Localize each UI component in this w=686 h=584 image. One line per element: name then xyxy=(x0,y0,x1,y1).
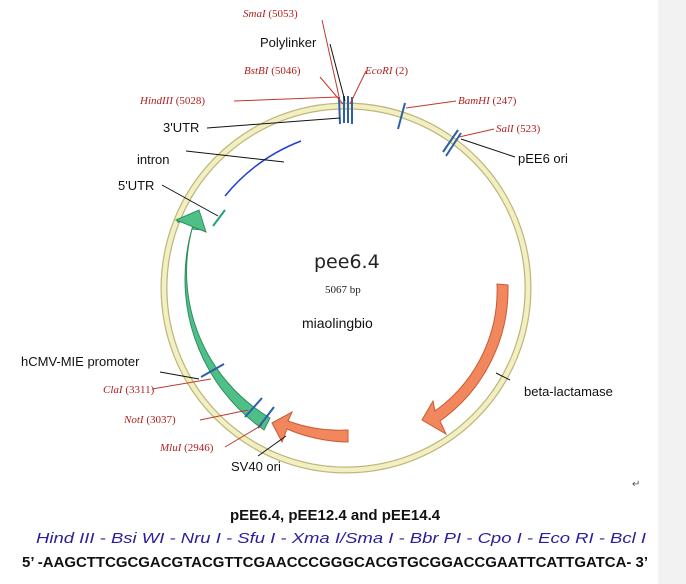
callout-lines xyxy=(151,19,516,457)
callout-bst xyxy=(319,76,344,105)
label-promoter: hCMV-MIE promoter xyxy=(21,354,140,369)
enzyme-bam: BamHI (247) xyxy=(458,95,517,107)
site-tick-sma xyxy=(338,96,341,125)
callout-hind xyxy=(233,96,339,102)
site-tick-bam xyxy=(397,102,406,130)
brand-watermark: miaolingbio xyxy=(302,315,373,331)
enzyme-not-name: NotI xyxy=(123,414,145,426)
enzyme-hind: HindIII (5028) xyxy=(139,95,205,107)
return-mark: ↵ xyxy=(632,479,640,490)
side-panel xyxy=(658,0,686,584)
label-3utr: 3'UTR xyxy=(163,120,199,135)
enzyme-bst-pos: (5046) xyxy=(271,65,301,77)
enzyme-hind-pos: (5028) xyxy=(176,95,206,107)
callout-cla xyxy=(151,378,212,390)
intron-feature xyxy=(224,140,302,197)
label-sv40-ori: SV40 ori xyxy=(231,459,281,474)
plasmid-name: pee6.4 xyxy=(314,251,380,273)
enzyme-sal: SalI (523) xyxy=(496,123,541,135)
enzyme-eco: EcoRI (2) xyxy=(364,65,408,77)
enzyme-mlu-pos: (2946) xyxy=(184,442,214,454)
label-beta-lactamase: beta-lactamase xyxy=(524,384,613,399)
enzyme-eco-pos: (2) xyxy=(395,65,408,77)
callout-sma xyxy=(321,19,341,102)
promoter-arrowhead xyxy=(174,209,207,233)
label-pee6-ori: pEE6 ori xyxy=(518,151,568,166)
label-polylinker: Polylinker xyxy=(260,35,317,50)
enzyme-not-pos: (3037) xyxy=(146,414,176,426)
site-tick-sal-2 xyxy=(442,129,459,153)
callout-sal xyxy=(458,128,495,138)
label-5utr: 5'UTR xyxy=(118,178,154,193)
enzyme-sma-name: SmaI xyxy=(243,8,267,20)
enzyme-sal-name: SalI xyxy=(496,123,515,135)
callout-bam xyxy=(405,100,457,109)
callout-bla xyxy=(495,372,511,381)
enzyme-hind-name: HindIII xyxy=(139,95,174,107)
callout-ori xyxy=(460,138,516,158)
enzyme-cla-name: ClaI xyxy=(103,384,124,396)
label-intron: intron xyxy=(137,152,170,167)
callout-sv40 xyxy=(257,435,287,457)
caption-sequence: 5’ -AAGCTTCGCGACGTACGTTCGAACCCGGGCACGTGC… xyxy=(22,555,648,571)
callout-mlu xyxy=(224,424,263,448)
site-tick-cla xyxy=(200,363,225,378)
site-tick-mlu xyxy=(257,406,275,429)
callout-eco xyxy=(349,70,367,105)
beta-lactamase-arrow xyxy=(421,283,509,436)
callout-5utr xyxy=(161,184,219,217)
enzyme-cla-pos: (3311) xyxy=(125,384,154,396)
backbone-ring xyxy=(161,103,531,473)
enzyme-bam-name: BamHI xyxy=(458,95,491,107)
callout-not xyxy=(199,409,249,421)
callout-polylinker xyxy=(329,43,346,102)
enzyme-mlu: MluI (2946) xyxy=(159,442,214,454)
enzyme-sma: SmaI (5053) xyxy=(243,8,298,20)
promoter-arrow xyxy=(176,212,271,431)
enzyme-eco-name: EcoRI xyxy=(364,65,394,77)
enzyme-bst-name: BstBI xyxy=(244,65,270,77)
enzyme-cla: ClaI (3311) xyxy=(103,384,155,396)
enzyme-sal-pos: (523) xyxy=(516,123,540,135)
site-tick-not xyxy=(244,397,263,418)
plasmid-size: 5067 bp xyxy=(325,284,361,296)
callout-intron xyxy=(185,150,285,163)
enzyme-bam-pos: (247) xyxy=(493,95,517,107)
caption-sites: Hind III - Bsi WI - Nru I - Sfu I - Xma … xyxy=(36,530,646,547)
enzyme-mlu-name: MluI xyxy=(159,442,183,454)
restriction-site-ticks xyxy=(200,96,462,429)
sv40-ori-arrow xyxy=(271,410,349,444)
site-tick-5utr xyxy=(212,209,226,227)
site-tick-sal-1 xyxy=(445,132,462,157)
caption-title: pEE6.4, pEE12.4 and pEE14.4 xyxy=(230,507,441,524)
enzyme-bst: BstBI (5046) xyxy=(244,65,301,77)
enzyme-not: NotI (3037) xyxy=(123,414,176,426)
callout-promoter xyxy=(159,371,200,380)
enzyme-sma-pos: (5053) xyxy=(268,8,298,20)
callout-3utr xyxy=(206,117,341,129)
